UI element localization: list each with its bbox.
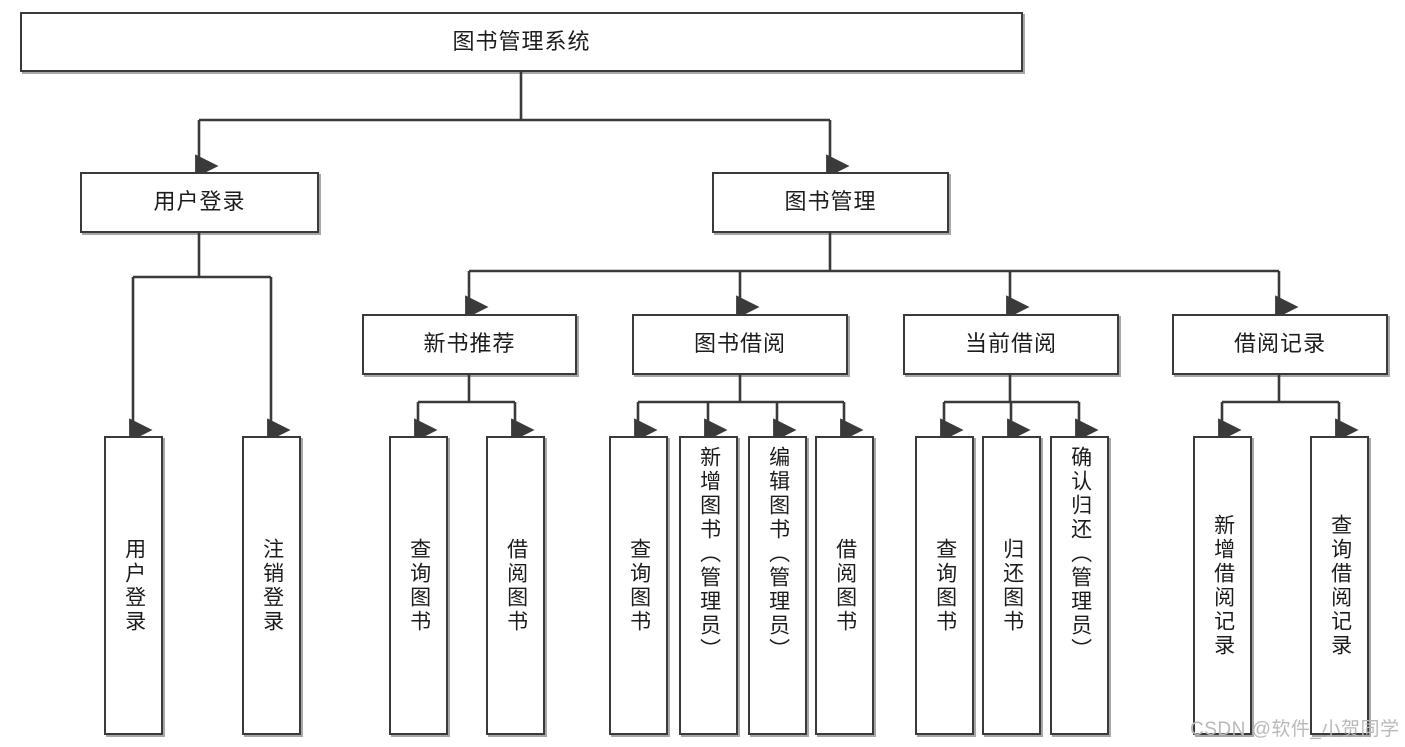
node-user-login[interactable]: 用户登录	[80, 172, 319, 233]
node-root-book-management-system[interactable]: 图书管理系统	[20, 12, 1023, 72]
node-leaf-user-login[interactable]: 用户登录	[104, 436, 163, 735]
node-leaf-return-book[interactable]: 归还图书	[982, 436, 1041, 735]
node-leaf-confirm-return[interactable]: 确认归还（管理员）	[1050, 436, 1109, 735]
node-label: 借阅图书	[504, 537, 528, 634]
node-label: 查询借阅记录	[1328, 513, 1352, 658]
node-leaf-query-record[interactable]: 查询借阅记录	[1310, 436, 1369, 735]
node-label: 查询图书	[933, 537, 957, 634]
csdn-watermark: CSDN @软件_小贺同学	[1190, 719, 1400, 740]
node-label: 归还图书	[1000, 537, 1024, 634]
node-label: 查询图书	[627, 537, 651, 634]
node-book-management[interactable]: 图书管理	[712, 172, 949, 233]
node-label: 图书借阅	[693, 331, 786, 357]
node-label: 新增图书（管理员）	[697, 446, 721, 662]
node-leaf-query-book-2[interactable]: 查询图书	[609, 436, 668, 735]
node-borrow-record[interactable]: 借阅记录	[1172, 314, 1388, 375]
node-label: 查询图书	[407, 537, 431, 634]
node-leaf-add-record[interactable]: 新增借阅记录	[1193, 436, 1252, 735]
node-leaf-query-book-1[interactable]: 查询图书	[389, 436, 448, 735]
node-label: 用户登录	[122, 537, 146, 634]
node-label: 注销登录	[260, 537, 284, 634]
node-leaf-logout-login[interactable]: 注销登录	[242, 436, 301, 735]
node-leaf-borrow-book-2[interactable]: 借阅图书	[815, 436, 874, 735]
node-leaf-borrow-book-1[interactable]: 借阅图书	[486, 436, 545, 735]
node-label: 确认归还（管理员）	[1068, 446, 1092, 662]
node-book-borrow[interactable]: 图书借阅	[632, 314, 848, 375]
node-label: 图书管理	[784, 189, 877, 215]
node-label: 当前借阅	[964, 331, 1057, 357]
node-label: 图书管理系统	[452, 28, 591, 54]
node-current-borrow[interactable]: 当前借阅	[903, 314, 1119, 375]
node-label: 新书推荐	[423, 331, 516, 357]
node-label: 借阅记录	[1233, 331, 1326, 357]
node-label: 用户登录	[153, 189, 246, 215]
node-label: 编辑图书（管理员）	[766, 446, 790, 662]
node-label: 借阅图书	[833, 537, 857, 634]
node-label: 新增借阅记录	[1211, 513, 1235, 658]
node-new-book-recommend[interactable]: 新书推荐	[362, 314, 577, 375]
node-leaf-edit-book[interactable]: 编辑图书（管理员）	[748, 436, 807, 735]
node-leaf-add-book[interactable]: 新增图书（管理员）	[679, 436, 738, 735]
node-leaf-query-book-3[interactable]: 查询图书	[915, 436, 974, 735]
